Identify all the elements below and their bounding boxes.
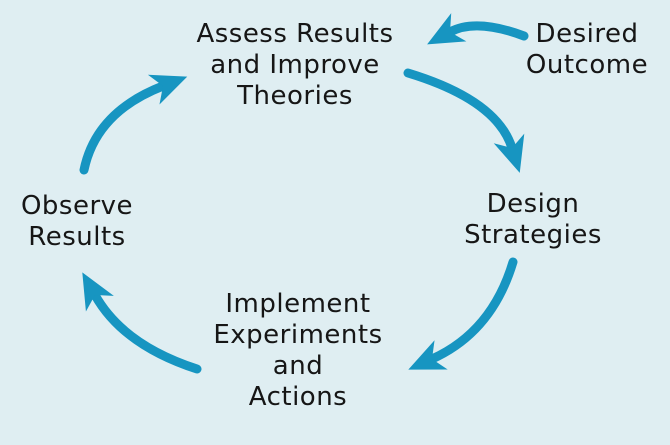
node-desired-outcome-line: Outcome: [525, 50, 649, 80]
node-implement-experiments-line: Actions: [248, 382, 348, 412]
node-implement-experiments-line: and: [272, 351, 324, 381]
node-assess-results-line: Theories: [237, 81, 353, 111]
node-desired-outcome: Desired Outcome: [487, 19, 670, 81]
arrow-implement-to-observe-icon: [82, 272, 202, 374]
node-implement-experiments-line: Experiments: [213, 320, 383, 350]
arrow-design-to-implement-icon: [408, 257, 518, 370]
node-observe-results-line: Observe: [20, 191, 134, 221]
node-design-strategies-line: Design: [486, 189, 580, 219]
node-implement-experiments: Implement Experiments and Actions: [178, 289, 418, 413]
node-desired-outcome-line: Desired: [535, 19, 639, 49]
node-design-strategies: Design Strategies: [423, 189, 643, 251]
node-observe-results: Observe Results: [0, 191, 162, 253]
arrow-assess-to-design-icon: [403, 68, 525, 173]
node-implement-experiments-line: Implement: [225, 289, 371, 319]
node-observe-results-line: Results: [28, 222, 126, 252]
node-assess-results-line: and Improve: [210, 50, 380, 80]
arrow-observe-to-assess-icon: [79, 74, 188, 175]
node-design-strategies-line: Strategies: [464, 220, 602, 250]
node-assess-results-line: Assess Results: [196, 19, 394, 49]
arrow-desired-to-assess-icon: [427, 13, 529, 45]
node-assess-results: Assess Results and Improve Theories: [145, 19, 445, 112]
